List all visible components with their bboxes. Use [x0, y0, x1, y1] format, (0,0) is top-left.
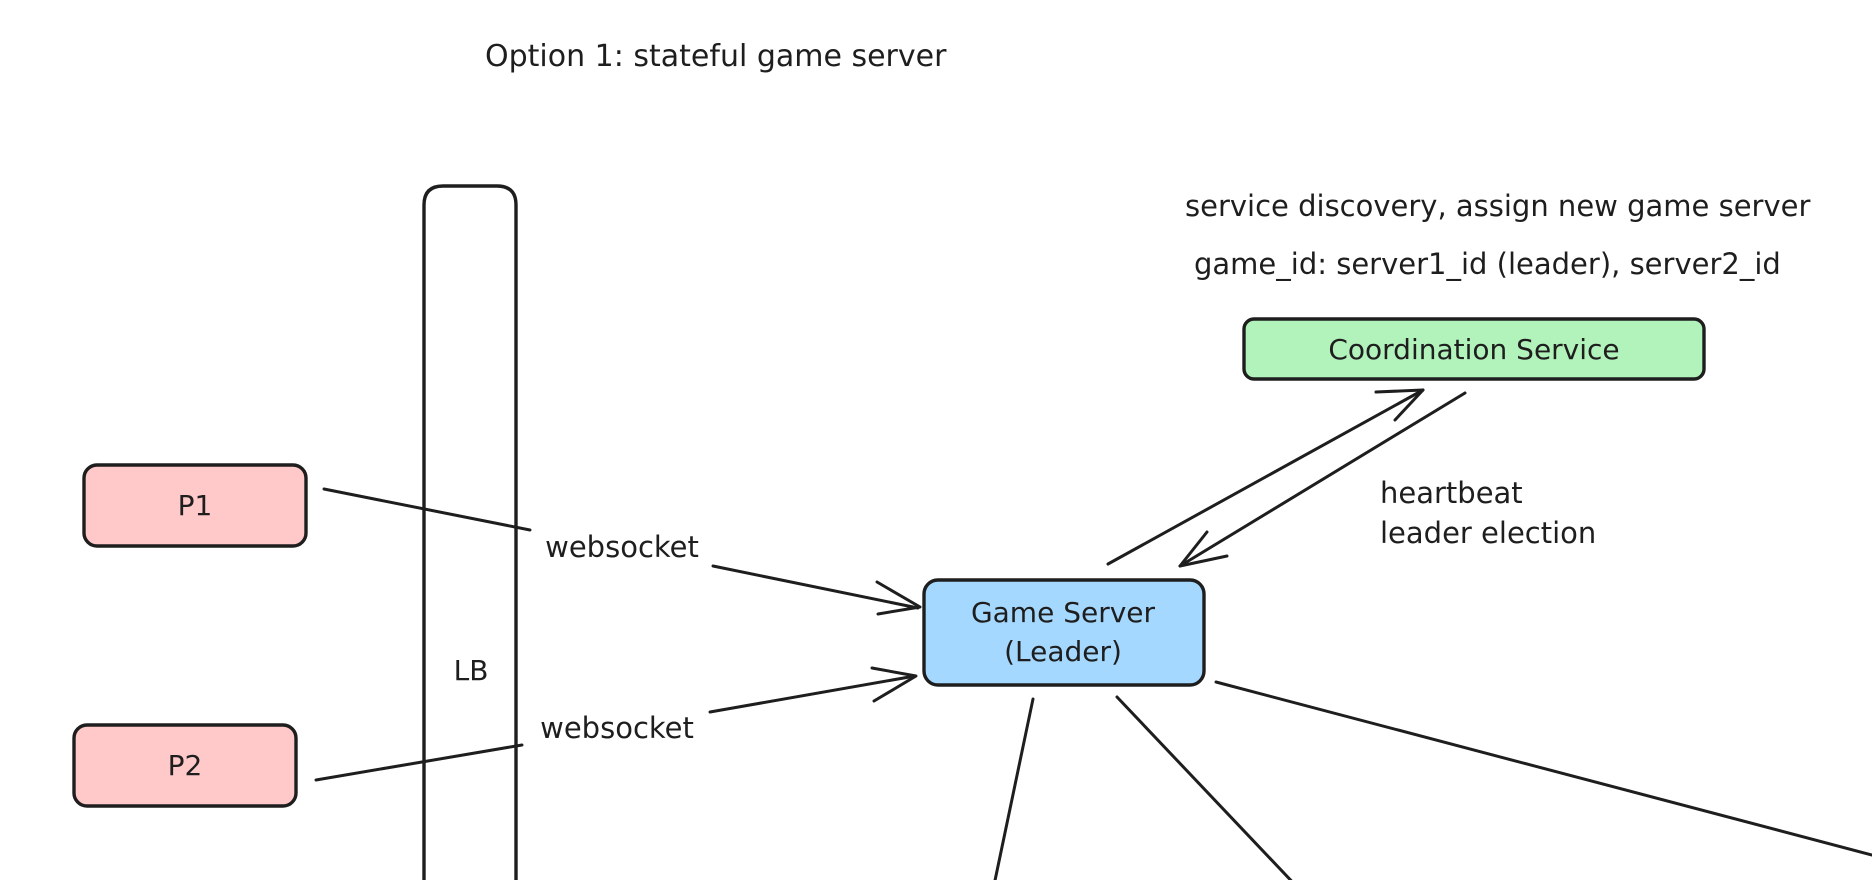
game-to-coordination-arrowhead	[1374, 388, 1425, 422]
diagram-title: Option 1: stateful game server	[485, 39, 947, 74]
load-balancer-label: LB	[454, 654, 489, 687]
p2-websocket-label: websocket	[540, 711, 694, 745]
p2-websocket-arrowhead	[870, 666, 918, 703]
game-server-label: Game Server	[971, 596, 1156, 629]
coordination-service-node[interactable]	[1242, 317, 1706, 381]
p2-websocket-edge-segment	[708, 674, 917, 714]
game-server-edge-down-right	[1115, 695, 1293, 880]
p1-websocket-edge-segment	[711, 564, 920, 610]
coordination-service-label: Coordination Service	[1328, 333, 1619, 366]
leader-election-label: leader election	[1380, 516, 1596, 550]
player-p2-label: P2	[168, 749, 203, 782]
coordination-to-game-arrowhead	[1178, 530, 1229, 568]
p1-websocket-label: websocket	[545, 530, 699, 564]
game-id-mapping-note: game_id: server1_id (leader), server2_id	[1194, 247, 1781, 281]
player-p1-node[interactable]	[82, 463, 308, 548]
p2-websocket-edge	[314, 743, 524, 782]
game-to-coordination-edge	[1106, 388, 1425, 566]
game-server-leader-label: (Leader)	[1004, 635, 1122, 668]
p1-websocket-edge	[322, 487, 532, 532]
player-p2-node[interactable]	[72, 723, 298, 808]
service-discovery-note: service discovery, assign new game serve…	[1185, 189, 1810, 223]
heartbeat-label: heartbeat	[1380, 476, 1523, 510]
game-server-leader-node[interactable]	[922, 578, 1206, 687]
player-p1-label: P1	[178, 489, 213, 522]
game-server-edge-right	[1214, 680, 1872, 857]
p1-websocket-arrowhead	[875, 580, 922, 616]
load-balancer[interactable]	[422, 184, 518, 880]
coordination-to-game-edge	[1178, 391, 1467, 568]
game-server-edge-down-left	[993, 697, 1035, 880]
